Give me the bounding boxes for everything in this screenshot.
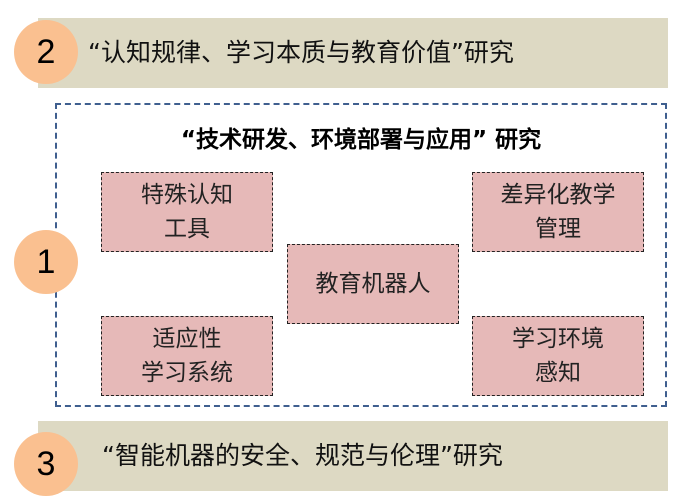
section-2-label: “认知规律、学习本质与教育价值”研究: [88, 38, 514, 67]
section-1-title: “技术研发、环境部署与应用” 研究: [180, 127, 542, 153]
item-adaptive-learning: 适应性 学习系统: [101, 316, 273, 396]
section-3-number: 3: [14, 432, 78, 496]
item-differentiated-teaching: 差异化教学 管理: [472, 172, 644, 252]
section-2-number: 2: [14, 20, 78, 84]
item-educational-robot: 教育机器人: [287, 244, 459, 324]
item-environment-sensing: 学习环境 感知: [472, 316, 644, 396]
section-3-band: “智能机器的安全、规范与伦理”研究: [38, 421, 668, 491]
section-2-band: “认知规律、学习本质与教育价值”研究: [38, 18, 668, 88]
section-1-number: 1: [14, 230, 78, 294]
item-special-cognition-tools: 特殊认知 工具: [101, 172, 273, 252]
section-3-label: “智能机器的安全、规范与伦理”研究: [102, 441, 503, 470]
